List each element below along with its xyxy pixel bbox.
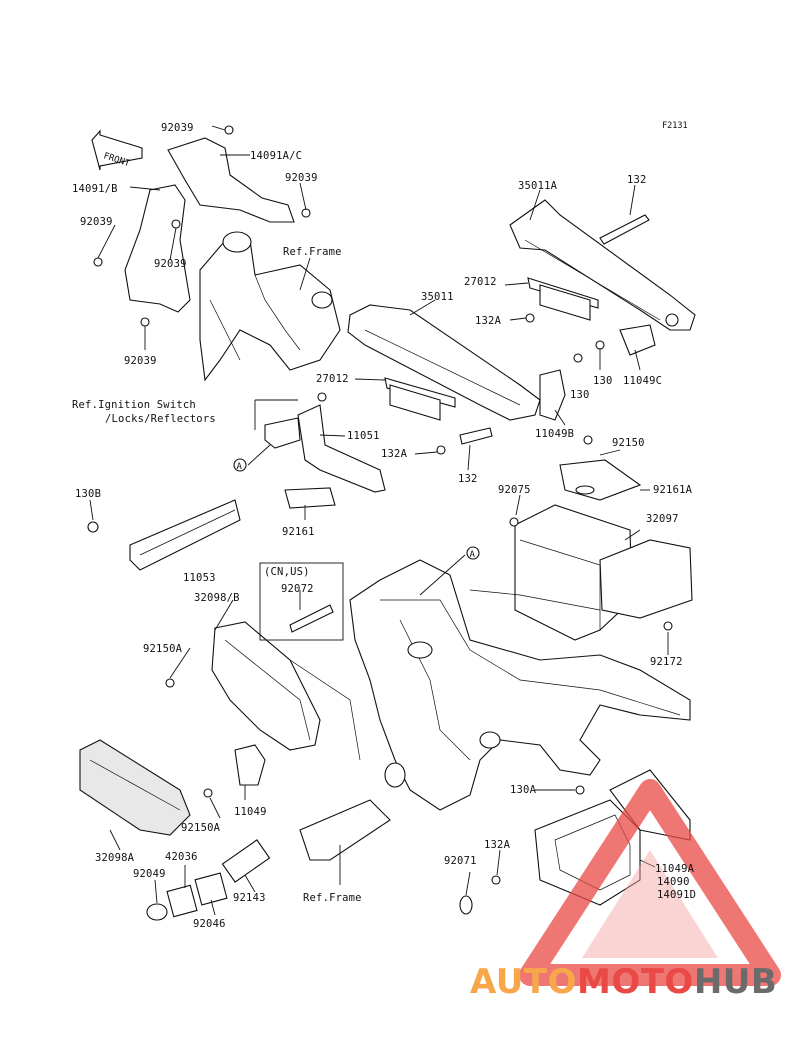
part-label: 92143 [233, 892, 266, 904]
part-label: 92072 [281, 583, 314, 595]
part-label: 11051 [347, 430, 380, 442]
part-label: 32097 [646, 513, 679, 525]
part-label: 132A [484, 839, 511, 851]
part-label: 92172 [650, 656, 683, 668]
watermark-triangle-icon [519, 779, 781, 986]
bushings [146, 799, 391, 921]
front-arrow-icon: FRONT [91, 129, 143, 171]
part-label: 35011 [421, 291, 454, 303]
part-label: 27012 [464, 276, 497, 288]
part-label: 132 [627, 174, 647, 186]
watermark-logo: AUTOMOTOHUB [470, 962, 777, 1002]
part-label: 27012 [316, 373, 349, 385]
part-label: /Locks/Reflectors [105, 413, 216, 425]
part-label: 11049A [655, 863, 695, 875]
part-label: 92150A [181, 822, 221, 834]
part-label: 42036 [165, 851, 198, 863]
part-label: 130 [593, 375, 613, 387]
part-label: 92150A [143, 643, 183, 655]
part-label: 11049B [535, 428, 575, 440]
battery-case-32097 [509, 435, 693, 641]
part-label: 11049C [623, 375, 663, 387]
ignition-bracket-11051 [264, 392, 386, 509]
part-label: 92039 [161, 122, 194, 134]
part-label: 92161A [653, 484, 693, 496]
part-label: 92150 [612, 437, 645, 449]
part-label: 32098A [95, 852, 135, 864]
part-label: (CN,US) [264, 566, 310, 578]
part-label: 130B [75, 488, 102, 500]
part-11049 [203, 744, 266, 798]
part-label: 32098/B [194, 592, 240, 604]
part-label: 92161 [282, 526, 315, 538]
bracket-35011A [509, 199, 696, 331]
part-label: 14091D [657, 889, 697, 901]
cover-32098B [165, 621, 321, 751]
callout-a-frame-label: A [470, 550, 476, 560]
watermark-logo-part: HUB [693, 962, 778, 1002]
part-label: Ref.Frame [283, 246, 342, 258]
watermark-logo-part: MOTO [576, 962, 694, 1002]
part-label: 130 [570, 389, 590, 401]
side-bracket-14091 [93, 125, 311, 327]
callout-a-top: A [233, 458, 247, 472]
part-label: 14091A/C [250, 150, 303, 162]
figure-code: F2131 [662, 121, 688, 131]
bracket-35011 [347, 304, 656, 455]
part-label: 92075 [498, 484, 531, 496]
callout-a-frame: A [466, 546, 480, 560]
part-label: 92039 [124, 355, 157, 367]
part-label: 14090 [657, 876, 690, 888]
part-label: Ref.Frame [303, 892, 362, 904]
part-label: 132A [381, 448, 408, 460]
part-label: 92039 [154, 258, 187, 270]
leader-lines [89, 125, 669, 916]
cover-32098A [79, 739, 191, 836]
bracket-130B [87, 499, 241, 571]
upper-frame-ref [199, 231, 341, 382]
part-label: 132A [475, 315, 502, 327]
part-label: 92046 [193, 918, 226, 930]
part-label: 35011A [518, 180, 558, 192]
part-label: 92049 [133, 868, 166, 880]
part-label: 132 [458, 473, 478, 485]
part-label: 14091/B [72, 183, 118, 195]
callout-a-top-label: A [237, 462, 243, 472]
part-label: Ref.Ignition Switch [72, 399, 196, 411]
part-label: 130A [510, 784, 537, 796]
part-label: 11049 [234, 806, 267, 818]
cn-us-box [259, 562, 344, 641]
part-label: 92071 [444, 855, 477, 867]
part-label: 92039 [80, 216, 113, 228]
watermark-logo-part: AUTO [470, 962, 577, 1002]
part-label: 92039 [285, 172, 318, 184]
part-label: 11053 [183, 572, 216, 584]
